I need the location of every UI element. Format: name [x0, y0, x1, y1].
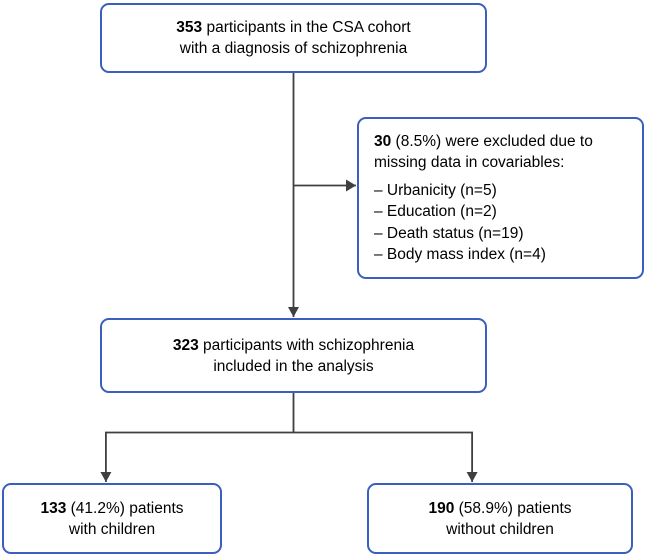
- node-without-children: 190 (58.9%) patients without children: [367, 483, 633, 554]
- node-without-children-line1: 190 (58.9%) patients: [428, 498, 571, 519]
- node-included-count: 323: [172, 336, 199, 354]
- node-included-line2: included in the analysis: [213, 357, 374, 375]
- node-with-children: 133 (41.2%) patients with children: [2, 483, 222, 554]
- node-included-text: participants with schizophrenia: [198, 336, 415, 354]
- node-with-children-line1: 133 (41.2%) patients: [40, 498, 183, 519]
- node-included: 323 participants with schizophrenia incl…: [100, 318, 487, 393]
- node-excluded-line1: 30 (8.5%) were excluded due to: [359, 131, 593, 152]
- node-excluded-reason-education: – Education (n=2): [374, 203, 497, 220]
- node-total-cohort-line1: 353 participants in the CSA cohort: [176, 17, 410, 38]
- node-included-line1: 323 participants with schizophrenia: [173, 335, 414, 356]
- node-excluded-count: 30: [374, 132, 392, 150]
- node-excluded: 30 (8.5%) were excluded due to missing d…: [357, 117, 644, 279]
- node-without-children-text: (58.9%) patients: [454, 499, 572, 517]
- node-with-children-text: (41.2%) patients: [66, 499, 184, 517]
- node-total-cohort-count: 353: [176, 19, 203, 36]
- node-total-cohort: 353 participants in the CSA cohort with …: [100, 3, 487, 73]
- node-total-cohort-text: participants in the CSA cohort: [202, 19, 411, 36]
- node-excluded-reason-bmi: – Body mass index (n=4): [374, 246, 546, 263]
- node-excluded-line2: missing data in covariables:: [374, 153, 565, 171]
- node-without-children-count: 190: [428, 499, 455, 517]
- node-excluded-text: (8.5%) were excluded due to: [391, 132, 593, 150]
- node-excluded-reason-urbanicity: – Urbanicity (n=5): [374, 181, 497, 199]
- node-total-cohort-line2: with a diagnosis of schizophrenia: [179, 40, 408, 57]
- node-excluded-reason-death-status: – Death status (n=19): [374, 224, 524, 242]
- node-with-children-line2: with children: [68, 520, 156, 538]
- node-with-children-count: 133: [40, 499, 67, 517]
- node-without-children-line2: without children: [446, 520, 554, 538]
